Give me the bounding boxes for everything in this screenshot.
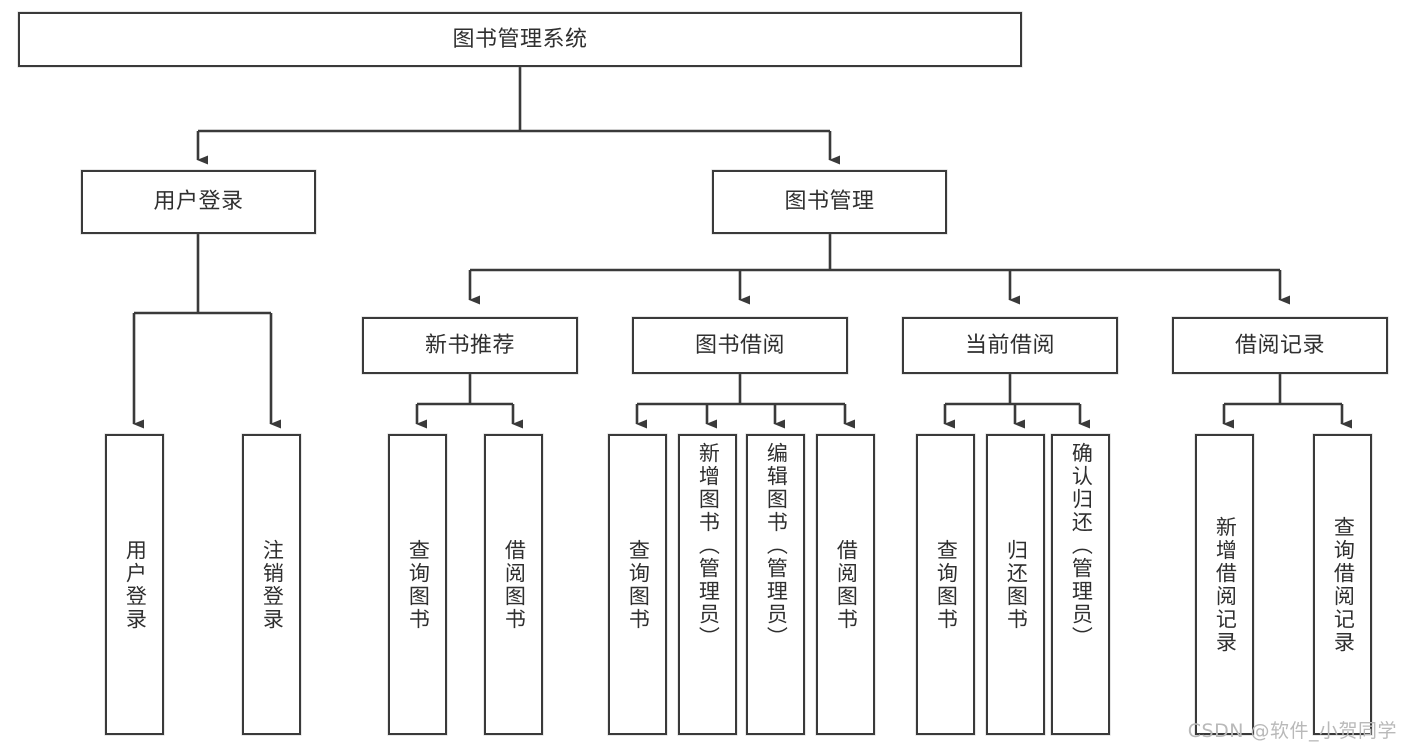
node-label: 归还图书 [1004,538,1029,631]
node-label: 新书推荐 [424,332,515,358]
node-label: 查询图书 [406,538,431,631]
node-label: 用户登录 [123,538,148,631]
node-leaf-user-login[interactable]: 用户登录 [105,434,164,735]
node-label: 用户登录 [153,189,244,215]
node-label: 查询图书 [934,538,959,631]
node-label: 编辑图书（管理员） [764,442,789,649]
node-leaf-return-book[interactable]: 归还图书 [986,434,1045,735]
node-label: 查询图书 [626,538,651,631]
node-new-book-recommend[interactable]: 新书推荐 [362,317,578,374]
node-leaf-logout[interactable]: 注销登录 [242,434,301,735]
node-label: 当前借阅 [964,332,1055,358]
node-label: 图书管理系统 [452,26,588,52]
node-label: 图书管理 [784,189,875,215]
node-label: 借阅图书 [834,538,859,631]
node-label: 注销登录 [260,538,285,631]
node-leaf-add-borrow-record[interactable]: 新增借阅记录 [1195,434,1254,735]
node-leaf-query-borrow-record[interactable]: 查询借阅记录 [1313,434,1372,735]
node-label: 借阅图书 [502,538,527,631]
node-leaf-borrow-book-recommend[interactable]: 借阅图书 [484,434,543,735]
node-label: 查询借阅记录 [1331,515,1356,654]
node-leaf-confirm-return[interactable]: 确认归还（管理员） [1051,434,1110,735]
node-label: 新增借阅记录 [1213,515,1238,654]
node-current-borrow[interactable]: 当前借阅 [902,317,1118,374]
node-leaf-edit-book[interactable]: 编辑图书（管理员） [746,434,805,735]
node-leaf-query-book-current[interactable]: 查询图书 [916,434,975,735]
node-borrow-record[interactable]: 借阅记录 [1172,317,1388,374]
node-user-login[interactable]: 用户登录 [81,170,316,234]
node-book-borrow[interactable]: 图书借阅 [632,317,848,374]
node-leaf-query-book-recommend[interactable]: 查询图书 [388,434,447,735]
node-leaf-query-book-borrow[interactable]: 查询图书 [608,434,667,735]
node-book-manage[interactable]: 图书管理 [712,170,947,234]
watermark: CSDN @软件_小贺同学 [1187,720,1397,742]
node-label: 确认归还（管理员） [1069,442,1094,649]
node-label: 借阅记录 [1234,332,1325,358]
node-leaf-add-book[interactable]: 新增图书（管理员） [678,434,737,735]
node-book-management-system[interactable]: 图书管理系统 [18,12,1022,67]
node-label: 新增图书（管理员） [696,442,721,649]
node-leaf-borrow-book[interactable]: 借阅图书 [816,434,875,735]
node-label: 图书借阅 [694,332,785,358]
